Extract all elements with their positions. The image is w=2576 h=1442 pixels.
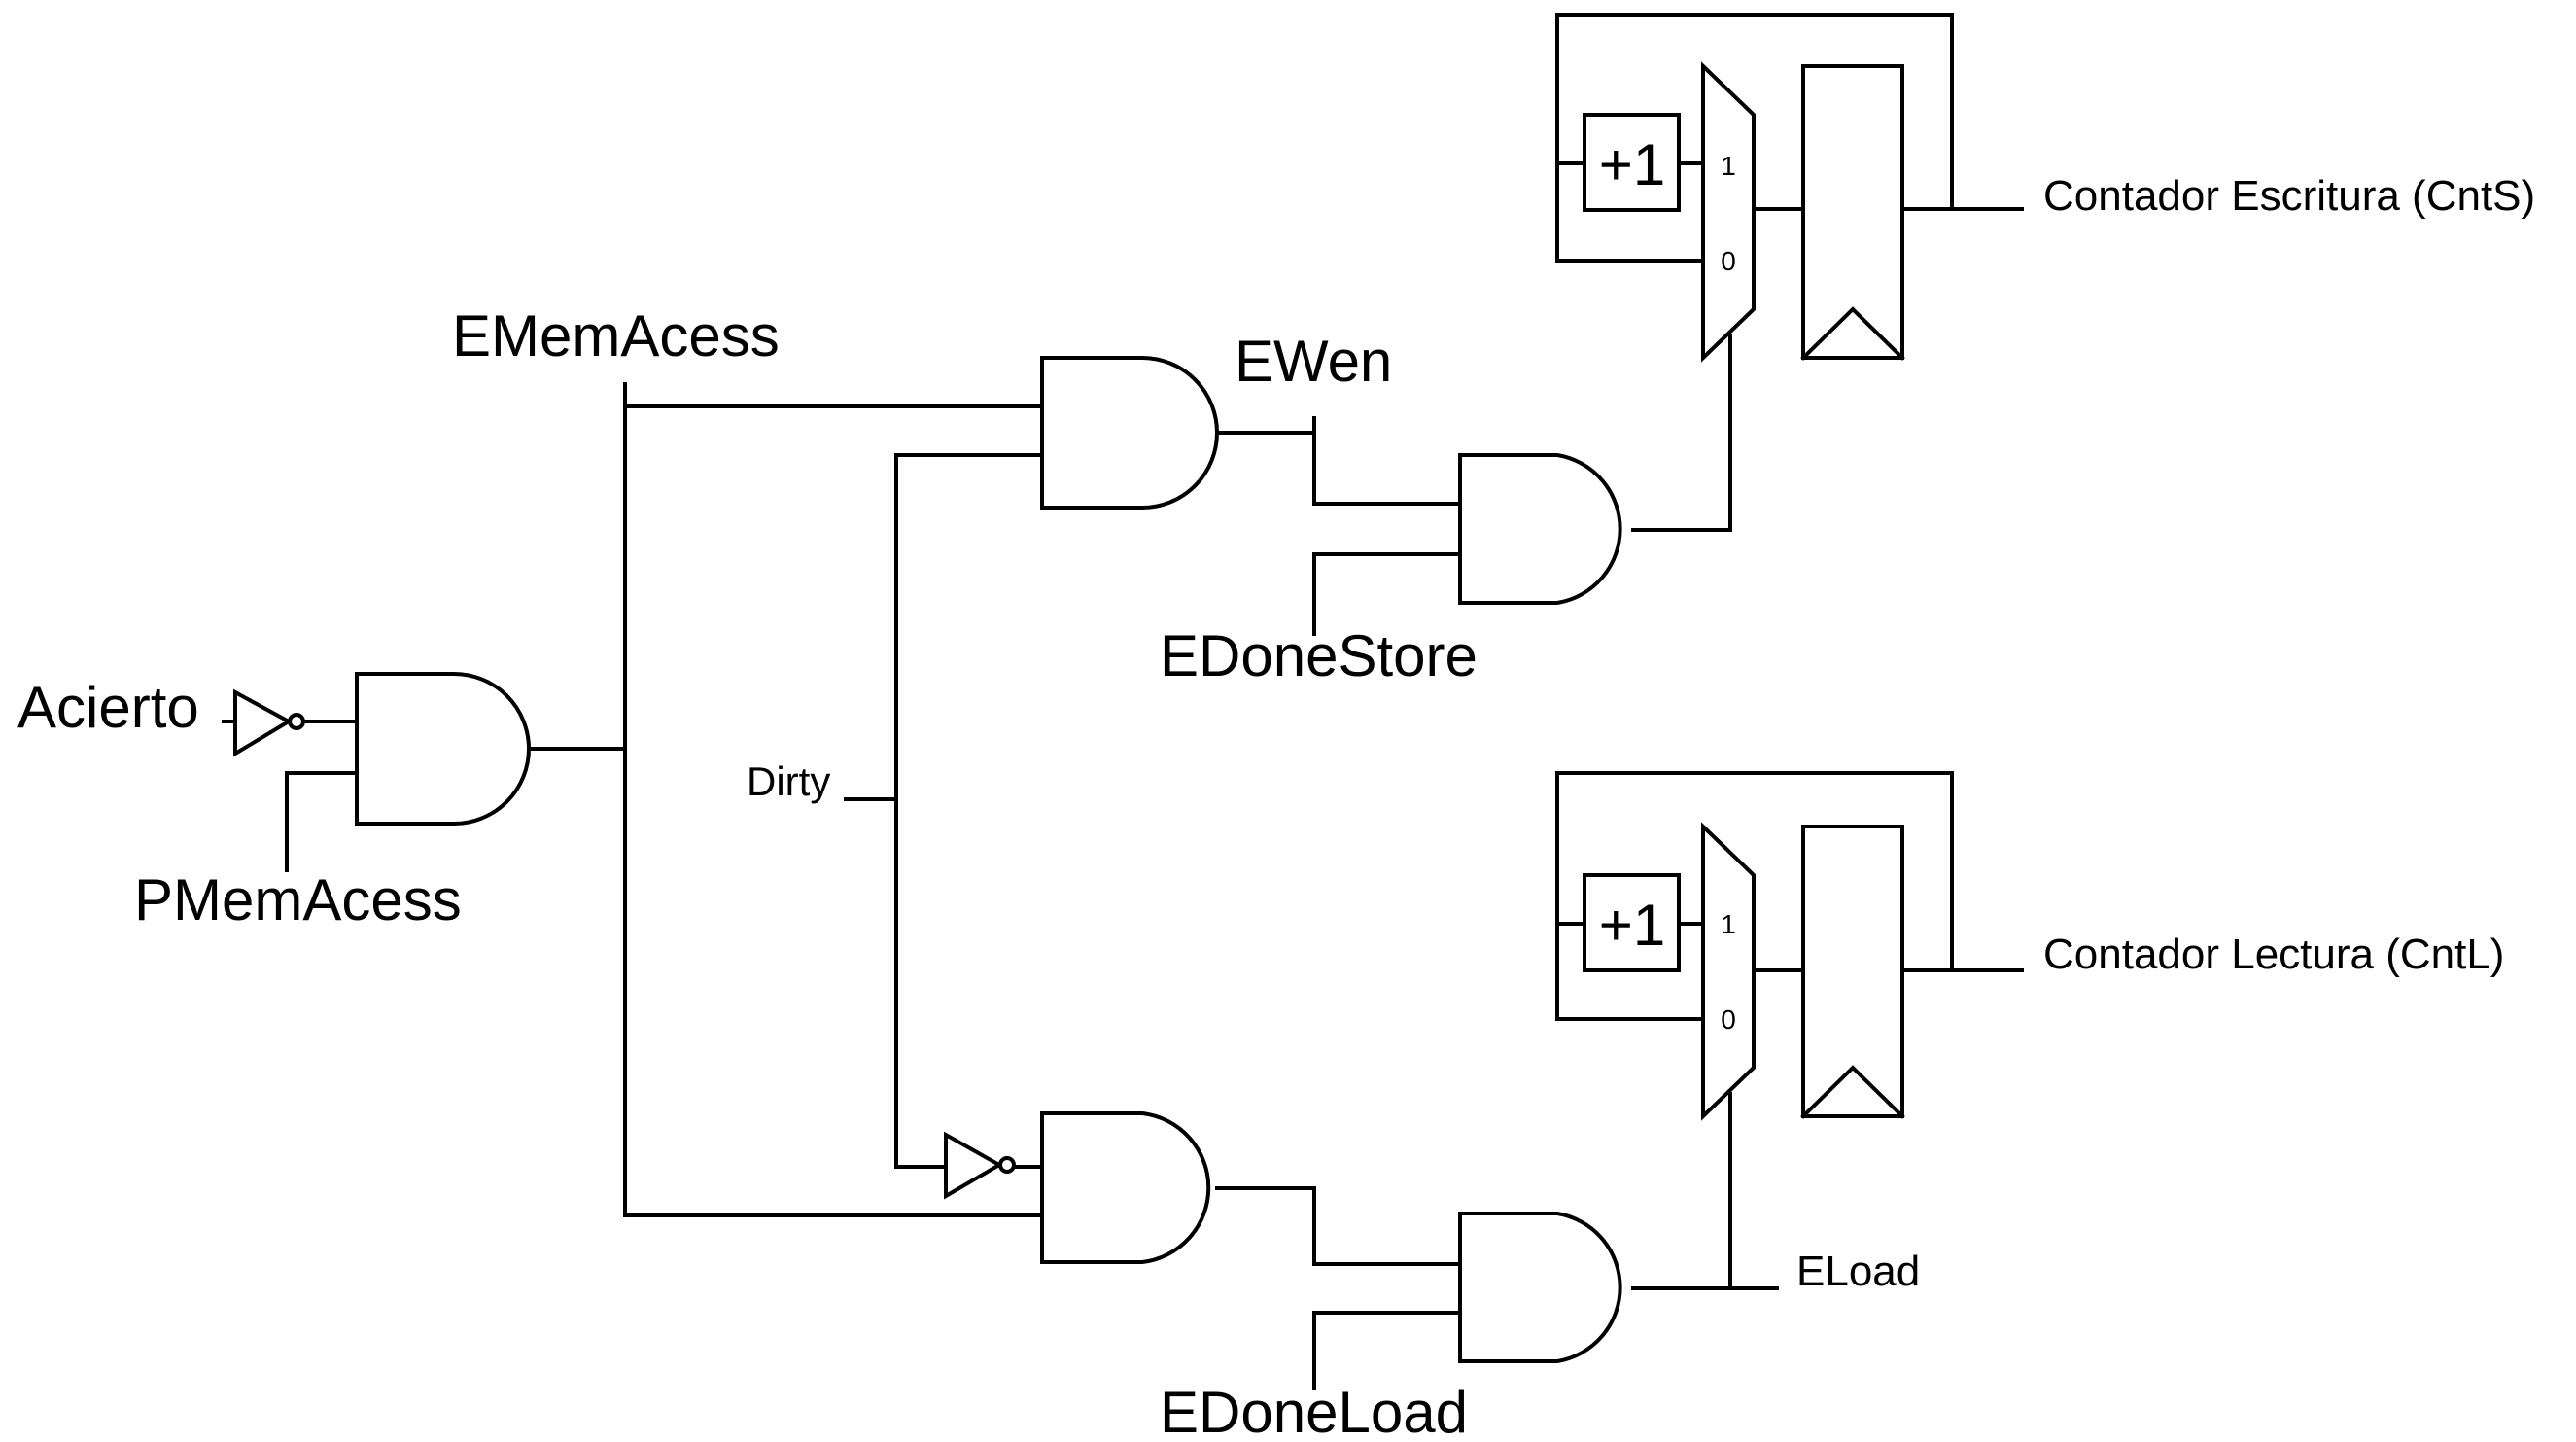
mux-top (1701, 61, 1756, 363)
label-eload: ELoad (1796, 1248, 1920, 1295)
label-pmemacess: PMemAcess (134, 867, 462, 932)
label-dirty: Dirty (747, 758, 830, 804)
label-ewen: EWen (1235, 329, 1392, 394)
label-contador-lectura: Contador Lectura (CntL) (2043, 931, 2504, 978)
wires (222, 13, 2024, 1390)
and-gate-4 (1040, 1111, 1211, 1264)
plus-one-box-bottom (1583, 873, 1681, 972)
register-top (1800, 64, 1905, 361)
label-acierto: Acierto (17, 675, 199, 740)
inverter-dirty (944, 1131, 1016, 1200)
label-ememacess: EMemAcess (452, 303, 780, 369)
and-gate-2 (1040, 356, 1219, 510)
label-mux-bottom-input-0: 0 (1721, 1004, 1736, 1035)
label-mux-top-input-1: 1 (1721, 151, 1736, 181)
label-mux-top-input-0: 0 (1721, 246, 1736, 276)
inverter-acierto (233, 688, 305, 757)
and-gate-1 (355, 672, 531, 826)
plus-one-box-top (1583, 113, 1681, 212)
and-gate-3 (1458, 453, 1622, 605)
register-bottom (1800, 825, 1905, 1119)
label-edonestore: EDoneStore (1160, 623, 1478, 688)
label-contador-escritura: Contador Escritura (CntS) (2043, 172, 2535, 220)
label-plus-one-bottom: +1 (1599, 893, 1665, 958)
mux-bottom (1701, 822, 1756, 1121)
label-edoneload: EDoneLoad (1160, 1380, 1468, 1442)
label-plus-one-top: +1 (1599, 132, 1665, 197)
label-mux-bottom-input-1: 1 (1721, 909, 1736, 939)
and-gate-5 (1458, 1212, 1622, 1363)
